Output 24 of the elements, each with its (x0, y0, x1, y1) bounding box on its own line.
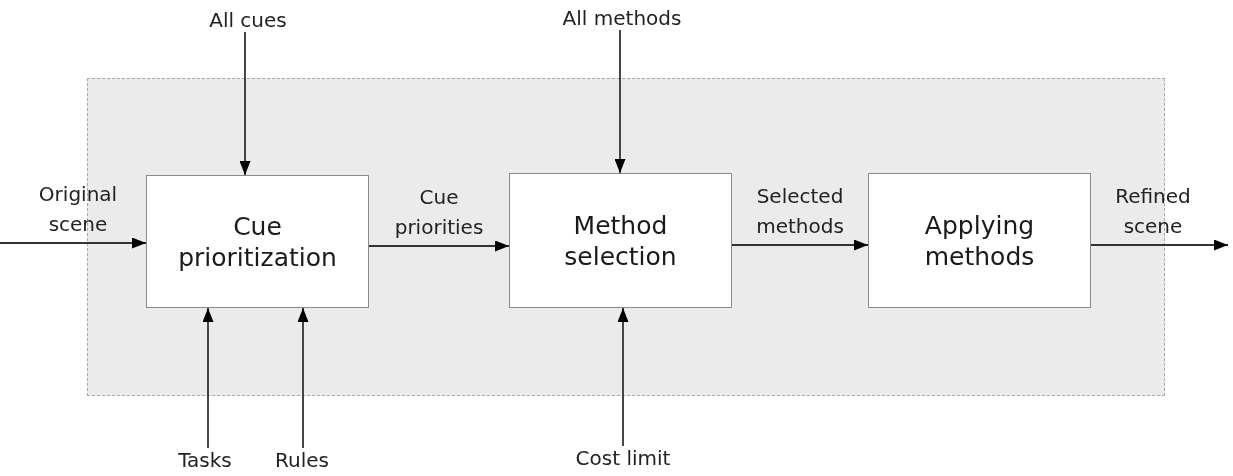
process-box (509, 173, 732, 308)
edge-label: Cue priorities (394, 184, 484, 241)
arrow (0, 237, 147, 249)
process-box (868, 173, 1091, 308)
box-text: Method selection (564, 209, 677, 272)
edge-label: Original scene (38, 181, 118, 238)
box-text: Applying methods (924, 209, 1035, 272)
arrow (297, 307, 309, 449)
arrow (614, 29, 626, 174)
input-label: Tasks (178, 448, 232, 472)
input-label: All cues (209, 8, 287, 32)
input-label: Rules (275, 448, 329, 472)
arrow (368, 240, 510, 252)
input-label: All methods (562, 6, 682, 30)
arrow (731, 239, 869, 251)
box-text: Cue prioritization (178, 210, 337, 273)
arrow (239, 31, 251, 176)
input-label: Cost limit (575, 446, 671, 470)
process-box (146, 175, 369, 308)
arrow (1090, 239, 1229, 251)
edge-label: Refined scene (1115, 183, 1191, 240)
arrow (617, 307, 629, 447)
edge-label: Selected methods (756, 183, 844, 240)
arrow (202, 307, 214, 449)
